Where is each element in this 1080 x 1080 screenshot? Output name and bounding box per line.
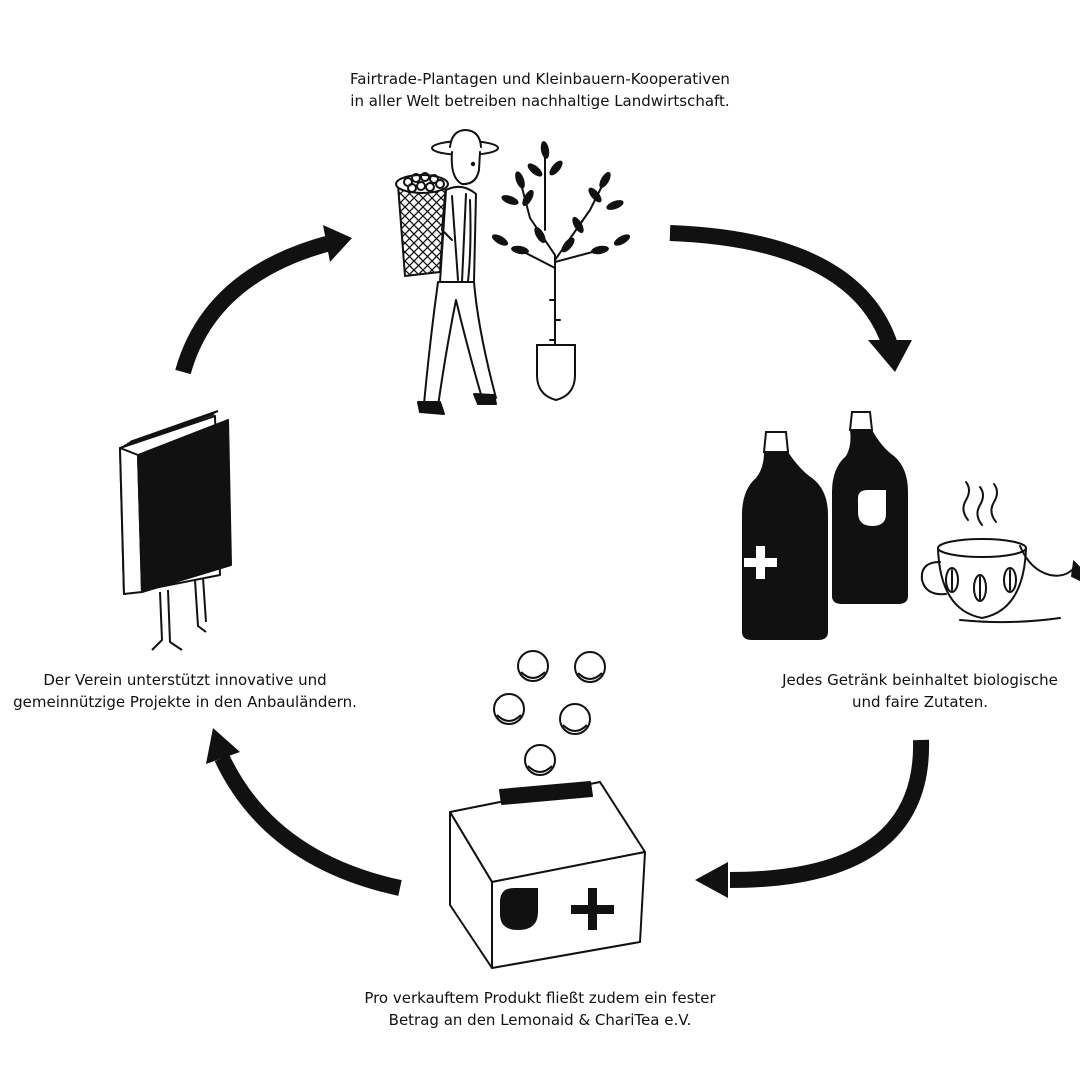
caption-projects: Der Verein unterstützt innovative und ge… [0,669,370,713]
bottle-drop-icon [832,411,908,604]
caption-donation-line1: Pro verkauftem Produkt fließt zudem ein … [364,989,716,1007]
caption-donation-line2: Betrag an den Lemonaid & ChariTea e.V. [388,1011,692,1029]
caption-farming-line2: in aller Welt betreiben nachhaltige Land… [350,92,730,110]
teacup-icon [920,481,1080,624]
caption-donation: Pro verkauftem Produkt fließt zudem ein … [320,987,760,1031]
arrow-bottom-left [206,728,402,896]
coin-icon [493,650,606,776]
arrow-top-right [669,225,912,372]
caption-projects-line2: gemeinnützige Projekte in den Anbaulände… [13,693,357,711]
caption-farming-line1: Fairtrade-Plantagen und Kleinbauern-Koop… [350,70,730,88]
caption-projects-line1: Der Verein unterstützt innovative und [43,671,327,689]
bottle-plus-icon [742,431,828,640]
caption-ingredients-line2: und faire Zutaten. [851,693,989,711]
caption-ingredients: Jedes Getränk beinhaltet biologische und… [760,669,1080,713]
tree-icon [491,141,631,402]
arrow-left-top [175,225,352,375]
caption-ingredients-line1: Jedes Getränk beinhaltet biologische [782,671,1058,689]
arrow-right-bottom [695,739,930,898]
caption-farming: Fairtrade-Plantagen und Kleinbauern-Koop… [290,68,790,112]
book-icon [119,410,232,651]
donation-box-icon [449,781,646,969]
farmer-icon [395,129,499,415]
